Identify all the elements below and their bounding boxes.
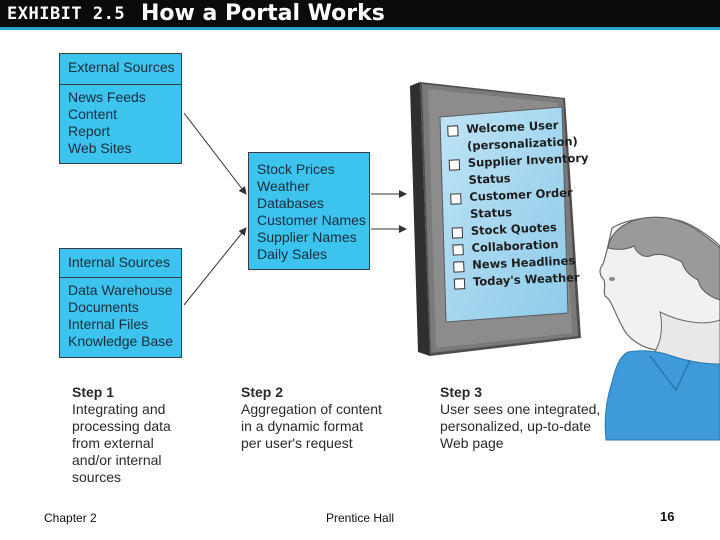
list-item: Documents (68, 299, 139, 315)
checkbox-icon (448, 159, 461, 171)
step-description: User sees one integrated, personalized, … (440, 401, 601, 451)
list-item: Daily Sales (257, 246, 328, 262)
checkbox-icon (452, 244, 464, 256)
arrow-internal-to-aggregation (183, 227, 247, 306)
external-sources-box: External Sources News Feeds Content Repo… (59, 53, 182, 164)
step-title: Step 2 (241, 384, 284, 400)
checkbox-icon (453, 261, 465, 273)
checkbox-icon (451, 227, 464, 239)
internal-sources-box: Internal Sources Data Warehouse Document… (59, 248, 182, 358)
list-item: News Feeds (68, 89, 146, 105)
portal-screen-list: Welcome User (personalization) Supplier … (442, 117, 589, 292)
list-item: Supplier Names (257, 229, 357, 245)
list-item: Databases (257, 195, 324, 211)
step-2: Step 2 Aggregation of content in a dynam… (241, 384, 411, 452)
footer-chapter: Chapter 2 (44, 511, 97, 525)
arrow-external-to-aggregation (183, 112, 247, 195)
header-rule (0, 27, 720, 30)
user-illustration (599, 216, 720, 441)
step-3: Step 3 User sees one integrated, persona… (440, 384, 610, 452)
checkbox-icon (447, 125, 459, 137)
list-item: Customer Names (257, 212, 366, 228)
step-description: Integrating and processing data from ext… (72, 401, 171, 485)
step-1: Step 1 Integrating and processing data f… (72, 384, 212, 486)
aggregated-content-box: Stock Prices Weather Databases Customer … (248, 152, 370, 270)
step-description: Aggregation of content in a dynamic form… (241, 401, 382, 451)
internal-sources-title: Internal Sources (60, 249, 181, 278)
external-sources-list: News Feeds Content Report Web Sites (60, 85, 181, 157)
checkbox-icon (453, 278, 466, 290)
list-item: Web Sites (68, 140, 132, 156)
list-item: Content (68, 106, 118, 122)
page-number: 16 (660, 509, 675, 524)
step-title: Step 1 (72, 384, 115, 400)
footer-publisher: Prentice Hall (326, 511, 395, 525)
list-item: Report (68, 123, 111, 139)
internal-sources-list: Data Warehouse Documents Internal Files … (60, 278, 181, 350)
exhibit-label: EXHIBIT 2.5 (7, 4, 126, 24)
step-title: Step 3 (440, 384, 483, 400)
checkbox-icon (450, 193, 462, 205)
page-title: How a Portal Works (141, 1, 385, 26)
header-bar: EXHIBIT 2.5 How a Portal Works (0, 0, 720, 27)
aggregated-content-list: Stock Prices Weather Databases Customer … (249, 153, 369, 263)
list-item: Internal Files (68, 316, 149, 332)
list-item: Stock Prices (257, 161, 335, 177)
list-item: Knowledge Base (68, 333, 174, 349)
list-item: Data Warehouse (68, 282, 173, 298)
external-sources-title: External Sources (60, 54, 181, 85)
list-item: Weather (257, 178, 310, 194)
